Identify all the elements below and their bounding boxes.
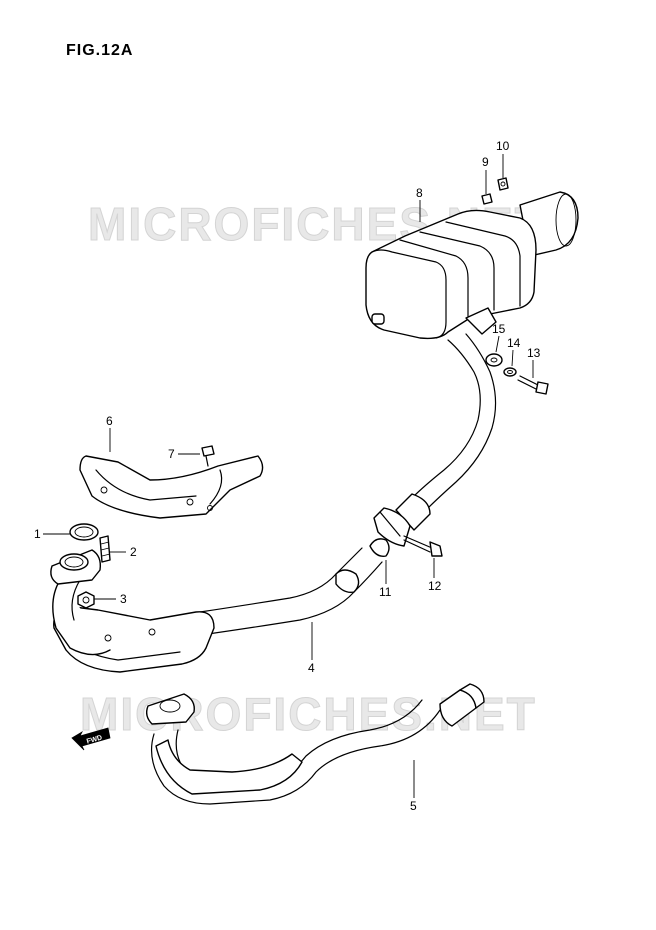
callout-10: 10 bbox=[496, 139, 510, 153]
leader-lines bbox=[43, 154, 534, 798]
muffler bbox=[365, 191, 579, 340]
callout-8: 8 bbox=[416, 186, 423, 200]
gasket bbox=[69, 523, 99, 541]
callout-9: 9 bbox=[482, 155, 489, 169]
bolt-13 bbox=[517, 375, 549, 395]
callout-6: 6 bbox=[106, 414, 113, 428]
callout-7: 7 bbox=[168, 447, 175, 461]
exhaust-pipe-5 bbox=[145, 683, 485, 805]
washer-14 bbox=[503, 367, 517, 377]
callout-1: 1 bbox=[34, 527, 41, 541]
rubber-15 bbox=[485, 353, 503, 367]
clamp bbox=[369, 507, 411, 557]
callout-15: 15 bbox=[492, 322, 506, 336]
stud bbox=[99, 535, 111, 563]
nut bbox=[77, 591, 95, 609]
callout-3: 3 bbox=[120, 592, 127, 606]
nut-10 bbox=[497, 177, 509, 191]
bolt-9 bbox=[481, 193, 493, 205]
connecting-pipe bbox=[395, 333, 497, 531]
heat-shield bbox=[79, 455, 264, 519]
callout-13: 13 bbox=[527, 346, 541, 360]
callout-14: 14 bbox=[507, 336, 521, 350]
callout-12: 12 bbox=[428, 579, 442, 593]
heat-shield-bolt bbox=[201, 445, 215, 467]
clamp-bolt bbox=[403, 535, 443, 557]
callout-5: 5 bbox=[410, 799, 417, 813]
callout-4: 4 bbox=[308, 661, 315, 675]
fwd-arrow-icon: FWD bbox=[71, 727, 111, 751]
fwd-label: FWD bbox=[86, 734, 103, 745]
callout-2: 2 bbox=[130, 545, 137, 559]
callout-11: 11 bbox=[379, 585, 392, 599]
figure-title: FIG.12A bbox=[66, 42, 134, 59]
exhaust-pipe-4 bbox=[50, 547, 383, 673]
